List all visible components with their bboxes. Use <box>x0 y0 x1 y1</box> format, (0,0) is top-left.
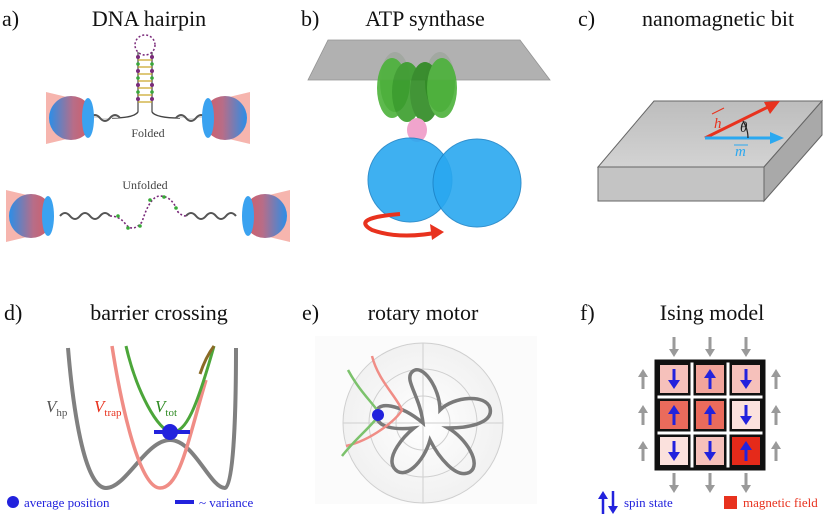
panel-f-title: Ising model <box>660 300 765 325</box>
hairpin-stem <box>111 34 181 119</box>
trap-polar-curve <box>345 355 404 448</box>
panel-b-title: ATP synthase <box>365 6 485 31</box>
dna-handle-right-unfolded <box>185 212 237 220</box>
spin-down-arrow <box>740 405 752 425</box>
boundary-spin-down <box>741 337 751 357</box>
f1-sphere-right <box>432 138 522 228</box>
v-trap-label: Vtrap <box>94 397 122 419</box>
boundary-spin-down <box>705 337 715 357</box>
boundary-spin-up <box>771 369 781 389</box>
panel-d-letter: d) <box>4 300 22 325</box>
panel-a: a) DNA hairpin <box>2 6 290 242</box>
legend-spin-text: spin state <box>624 495 673 510</box>
ising-cell <box>657 434 691 468</box>
dna-handle-left-unfolded <box>59 212 111 220</box>
ising-cell <box>693 362 727 396</box>
boundary-spin-up <box>638 405 648 425</box>
boundary-spin-down <box>741 473 751 493</box>
bead-right-folded <box>202 92 250 144</box>
panel-a-letter: a) <box>2 6 19 31</box>
panel-b-letter: b) <box>301 6 319 31</box>
folded-label: Folded <box>131 126 164 140</box>
legend-avg-marker <box>7 496 19 508</box>
legend-field-text: magnetic field <box>743 495 818 510</box>
boundary-spin-down <box>669 473 679 493</box>
boundary-spin-up <box>638 369 648 389</box>
legend-var-text: ~ variance <box>199 495 254 510</box>
panel-d: d) barrier crossing Vhp Vtrap Vtot avera… <box>4 300 254 510</box>
spin-up-arrow <box>704 369 716 389</box>
spin-up-arrow <box>668 405 680 425</box>
rotation-arrowhead <box>430 224 444 240</box>
bead-left-folded <box>46 92 94 144</box>
legend-spin-marker <box>598 491 618 514</box>
panel-a-title: DNA hairpin <box>92 6 206 31</box>
rotation-arrow <box>363 212 441 238</box>
panel-e-title: rotary motor <box>368 300 479 325</box>
spin-down-arrow <box>704 441 716 461</box>
spin-down-arrow <box>668 441 680 461</box>
ising-cell <box>729 398 763 432</box>
unfolded-label: Unfolded <box>122 178 167 192</box>
panel-b: b) ATP synthase <box>301 6 551 240</box>
unfolded-strand <box>109 195 187 229</box>
dna-handle-right <box>175 114 207 122</box>
membrane <box>307 39 551 81</box>
stalk <box>407 118 427 142</box>
ising-boundary-spins <box>638 337 781 493</box>
dna-handle-left <box>89 114 121 122</box>
boundary-spin-up <box>771 405 781 425</box>
boundary-spin-down <box>669 337 679 357</box>
spin-down-arrow <box>668 369 680 389</box>
average-position-dot <box>162 424 178 440</box>
c-ring <box>377 58 457 122</box>
spin-up-arrow <box>704 405 716 425</box>
v-tot-curve <box>124 345 216 434</box>
h-label-arrow <box>711 107 725 115</box>
panel-f-letter: f) <box>580 300 595 325</box>
boundary-spin-up <box>638 441 648 461</box>
panel-c: c) nanomagnetic bit θ h m <box>578 6 824 203</box>
panel-e-letter: e) <box>302 300 319 325</box>
m-label: m <box>735 144 746 160</box>
boundary-spin-up <box>771 441 781 461</box>
h-label: h <box>714 116 722 132</box>
theta-label: θ <box>740 120 748 136</box>
h-arrowhead <box>764 101 780 114</box>
spin-down-arrow <box>740 369 752 389</box>
panel-f: f) Ising model spin state magnetic field <box>580 300 818 514</box>
magnet-front <box>597 166 765 202</box>
ising-cell <box>693 398 727 432</box>
motor-position-dot <box>372 409 384 421</box>
ising-cell <box>657 362 691 396</box>
ising-cell <box>657 398 691 432</box>
panel-d-title: barrier crossing <box>90 300 227 325</box>
theta-arc <box>742 120 749 139</box>
m-arrowhead <box>770 132 784 144</box>
ising-cell <box>693 434 727 468</box>
magnet-side <box>763 99 823 203</box>
v-trap-curve <box>110 345 208 490</box>
v-tot-overlap <box>198 345 216 375</box>
h-vector <box>704 104 771 140</box>
legend-avg-text: average position <box>24 495 110 510</box>
v-hp-curve <box>66 347 238 491</box>
panel-c-title: nanomagnetic bit <box>642 6 794 31</box>
v-hp-label: Vhp <box>46 397 68 419</box>
spin-up-arrow <box>740 441 752 461</box>
boundary-spin-down <box>705 473 715 493</box>
bead-right-unfolded <box>242 190 290 242</box>
v-tot-label: Vtot <box>155 397 177 419</box>
ising-cell <box>729 434 763 468</box>
panel-e: e) rotary motor <box>302 300 537 504</box>
bead-left-unfolded <box>6 190 54 242</box>
ising-grid <box>654 359 766 471</box>
panel-c-letter: c) <box>578 6 595 31</box>
ising-cell <box>729 362 763 396</box>
legend-field-marker <box>724 496 737 509</box>
motor-potential-curve <box>374 368 492 476</box>
